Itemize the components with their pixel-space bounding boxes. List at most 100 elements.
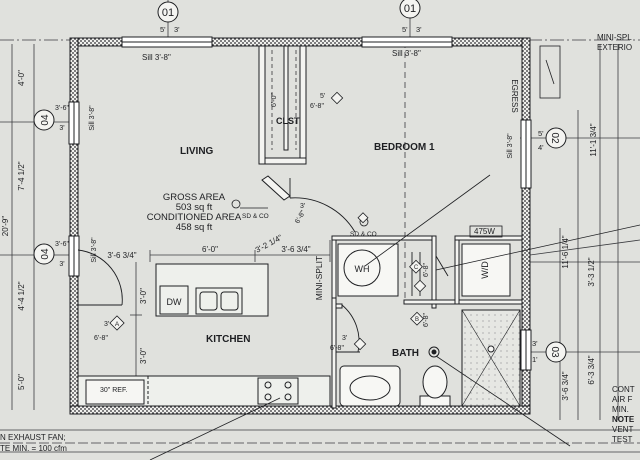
window-sill-label: Sill 3'-8" [142,53,171,62]
dim-left-20-9: 20'-9" [1,216,10,237]
conditioned-area-label: CONDITIONED AREA [147,212,242,223]
grid-marker-label: 04 [40,114,51,126]
window-tag-5: 5' [160,25,166,34]
door-tag-closet-6-8: 6'-8" [310,103,324,110]
grid-marker-top-right: 01 [399,0,421,19]
closet-shelves [271,50,297,150]
grid-marker-label: 02 [549,132,560,144]
note-exhaust-fan: N EXHAUST FAN; [0,433,66,442]
door-tag-closet-5: 5' [320,93,325,100]
window-tag-right-1: 1' [532,355,538,364]
window-tag-5: 5' [402,25,408,34]
tag-letter: C [414,265,419,271]
door-tag-lau-6-8: 6'-8" [423,313,430,327]
window-tag-right-4: 4' [538,143,544,152]
dim-kitchen-6-0: 6'-0" [202,245,218,254]
sd-co-label-living: SD & CO [242,213,269,220]
mini-split-label: MINI-SPLIT [314,256,324,300]
windows [68,36,532,371]
smoke-detector-icon [231,199,241,209]
grid-marker-right-top: 02 [545,127,567,149]
door-tag-closet-6-0: 6'-0" [271,93,278,107]
sd-co-label-hall: SD & CO [350,231,377,238]
utility-fixtures [337,243,511,297]
leader-lines [149,174,640,460]
dim-kitchen-3-6-a: 3'-6 3/4" [281,245,310,254]
window-tag-left-3: 3' [59,125,64,132]
dim-left-5-0: 5'-0" [17,374,26,390]
circuit-label: 475W [474,227,495,236]
grid-marker-left-top: 04 [33,109,55,131]
window-tag-left-3-6: 3'-6" [55,105,69,112]
door-tag-c: C [409,259,423,274]
window-tag-3: 3' [416,25,422,34]
dim-kitchen-3-6-b: 3'-6 3/4" [107,251,136,260]
tag-letter: A [115,321,120,328]
window-tag-left-3-b: 3' [59,261,64,268]
grid-marker-label: 01 [162,7,174,19]
unit-diagonal [545,59,555,85]
dim-left-7-4: 7'-4 1/2" [17,161,26,190]
grid-marker-left-bottom: 04 [33,243,55,265]
grid-marker-top-left: 01 [157,1,179,23]
dim-kitchen-3-0-b: 3'-0" [139,348,148,364]
kitchen-counter [77,263,331,407]
room-label-closet: CLST [276,116,300,126]
note-test: TEST [612,435,633,444]
refrigerator-label: 30" REF. [100,387,127,394]
door-tag-b: B [410,311,424,326]
window-tag-left-3-6-b: 3'-6" [55,241,69,248]
conditioned-area-value: 458 sq ft [176,222,213,233]
egress-label: EGRESS [510,79,519,112]
dim-right-11-1: 11'-1 3/4" [589,123,598,156]
tag-letter: B [415,317,419,323]
tag-diamond-group [330,91,427,351]
note-note: NOTE [612,415,635,424]
bath-fixtures [339,309,521,407]
note-air: AIR F [612,395,633,404]
window-tag-right-5: 5' [538,129,544,138]
dim-right-6-3: 6'-3 3/4" [587,355,596,384]
door-tag-bath-6-8: 6'-8" [330,345,344,352]
dim-right-3-3: 3'-3 1/2" [587,257,596,286]
washer-dryer-label: W/D [480,261,490,279]
room-label-kitchen: KITCHEN [206,334,250,345]
window-tag-3: 3' [174,25,180,34]
window-sill-label: Sill 3'-8" [392,49,421,58]
window-sill-label: Sill 3'-8" [507,133,514,159]
note-mini-split: MINI-SPL [597,33,632,42]
note-vent: VENT [612,425,633,434]
note-exterior: EXTERIO [597,43,632,52]
door-tag-entry-3: 3' [104,321,109,328]
dim-kitchen-3-0-a: 3'-0" [139,288,148,304]
note-min: MIN. [612,405,629,414]
note-cont: CONT [612,385,635,394]
window-sill-label: Sill 3'-8" [89,105,96,131]
door-tag-bed-3: 3' [300,203,305,210]
gross-area-label: GROSS AREA [163,192,226,203]
grid-marker-right-bottom: 03 [545,341,567,363]
dim-right-11-6: 11'-6 1/4" [561,235,570,268]
water-heater-label: WH [355,264,370,274]
dim-right-3-6: 3'-6 3/4" [561,371,570,400]
door-tag-a: A [109,315,125,331]
dim-left-4-0: 4'-0" [17,70,26,86]
room-label-bath: BATH [392,348,419,359]
note-cfm: TE MIN. = 100 cfm [0,444,67,453]
dishwasher-label: DW [167,297,182,307]
window-tag-right-3: 3' [532,339,538,348]
grid-marker-label: 01 [404,3,416,15]
door-tag-wd-6-8: 6'-8" [423,263,430,277]
grid-marker-label: 04 [40,248,51,260]
grid-marker-label: 03 [549,346,560,358]
door-tag-bath-3: 3' [342,335,347,342]
mini-split-exterior-unit [539,45,561,99]
interior-walls [258,45,523,409]
room-label-bedroom: BEDROOM 1 [374,142,435,153]
circuit-tag-box [469,225,503,238]
dim-left-4-4: 4'-4 1/2" [17,281,26,310]
window-sill-label: Sill 3'-8" [91,237,98,263]
door-tag-entry-6-8: 6'-8" [94,335,108,342]
